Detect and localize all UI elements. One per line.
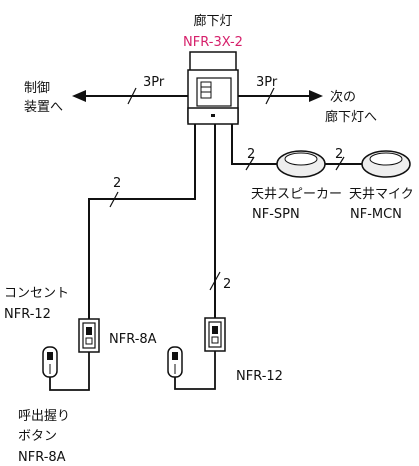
hallway-light-model: NFR-3X-2: [183, 35, 243, 50]
left-outlet-icon: [78, 318, 100, 353]
call-button-model: NFR-8A: [18, 450, 66, 465]
call-button-label-line1: 呼出握り: [18, 409, 70, 424]
left-call-button-icon: [42, 346, 90, 391]
next-light-label-line1: 次の: [330, 89, 356, 105]
right-outlet-cable: [209, 124, 221, 318]
left-outlet-name: コンセント: [4, 286, 69, 301]
left-outlet-model: NFR-12: [4, 307, 51, 322]
ceiling-device-cable: [231, 124, 364, 171]
next-light-label-line2: 廊下灯へ: [325, 109, 377, 125]
speaker-model: NF-SPN: [252, 207, 300, 222]
mic-wire-count: 2: [335, 147, 343, 162]
right-cable-label: 3Pr: [256, 75, 278, 90]
control-unit-label-line2: 装置へ: [24, 100, 63, 115]
call-button-label-line2: ボタン: [18, 429, 57, 444]
right-call-button-icon: [167, 346, 216, 390]
ceiling-mic-icon: [361, 150, 411, 178]
left-cable-label: 3Pr: [143, 75, 165, 90]
left-plug-model: NFR-8A: [109, 332, 157, 347]
hallway-light-unit: [187, 51, 239, 125]
left-outlet-wire-count: 2: [113, 176, 121, 191]
ceiling-speaker-icon: [276, 150, 326, 178]
mic-model: NF-MCN: [350, 207, 402, 222]
speaker-name: 天井スピーカー: [251, 187, 342, 202]
right-outlet-model: NFR-12: [236, 369, 283, 384]
right-cable: [238, 87, 323, 105]
right-outlet-icon: [204, 317, 226, 352]
left-cable: [72, 87, 188, 105]
hallway-light-name: 廊下灯: [193, 13, 232, 29]
speaker-wire-count: 2: [247, 147, 255, 162]
left-outlet-cable: [88, 124, 196, 319]
control-unit-label-line1: 制御: [24, 81, 50, 96]
mic-name: 天井マイク: [349, 187, 414, 202]
right-outlet-wire-count: 2: [223, 277, 231, 292]
